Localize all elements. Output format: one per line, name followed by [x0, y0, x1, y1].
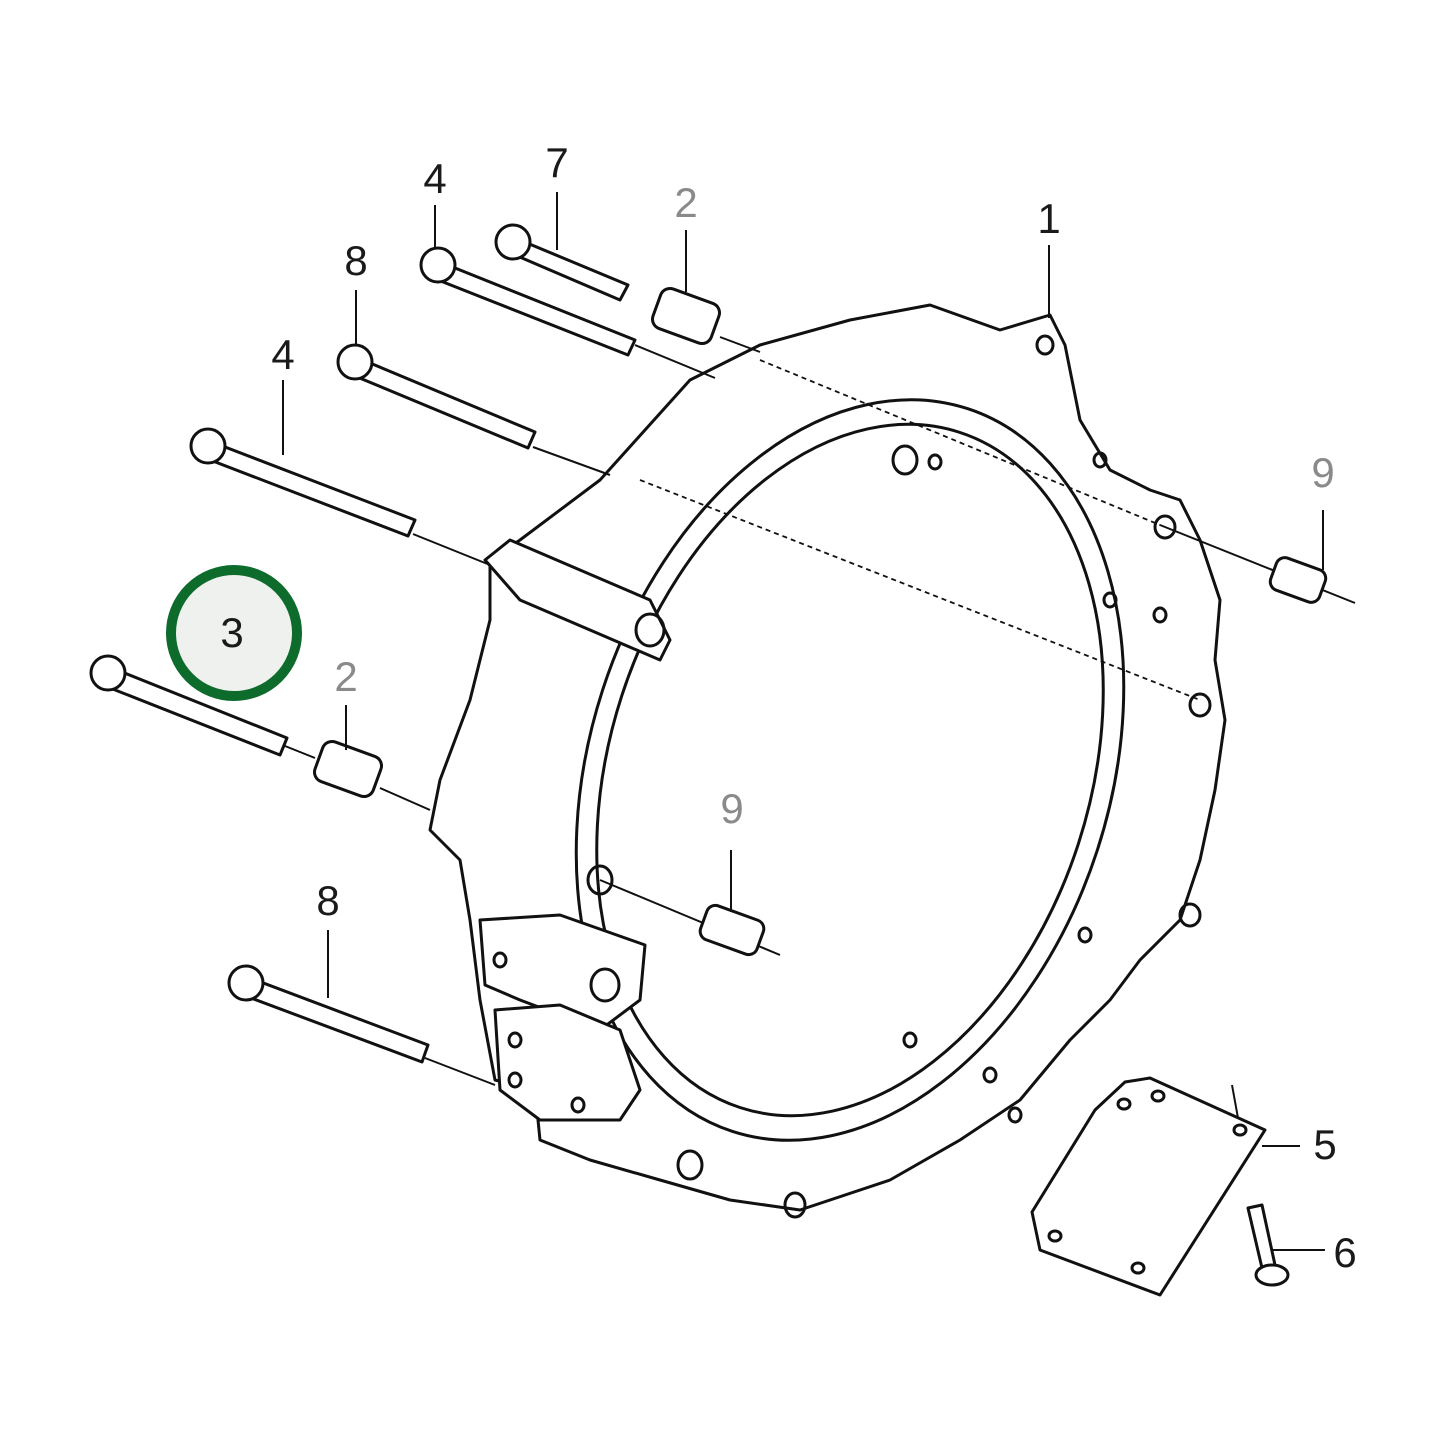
dowels	[313, 286, 1328, 957]
callout-6: 6	[1333, 1229, 1357, 1276]
callout-1: 1	[1037, 195, 1061, 242]
bell-housing	[428, 303, 1227, 1219]
callout-7: 7	[545, 139, 569, 186]
cover-plate	[1030, 1076, 1267, 1297]
bolts	[89, 223, 1290, 1287]
bolt-8-upper	[336, 343, 537, 450]
bolt-8-lower	[227, 964, 430, 1064]
callout-3: 3	[220, 609, 244, 656]
bolt-7	[494, 223, 630, 302]
bolt-4-upper	[419, 246, 637, 357]
callout-2-upper: 2	[674, 179, 698, 226]
callout-9-center: 9	[720, 785, 744, 832]
callout-5: 5	[1313, 1121, 1337, 1168]
callout-8-lower: 8	[316, 877, 340, 924]
callout-3-highlight	[166, 565, 302, 701]
callout-8-upper: 8	[344, 237, 368, 284]
bolt-3	[89, 654, 289, 757]
callout-9-right: 9	[1311, 449, 1335, 496]
callout-4-upper: 4	[423, 155, 447, 202]
callout-2-lower: 2	[334, 653, 358, 700]
bolt-4-lower	[189, 427, 417, 538]
callout-4-lower: 4	[271, 331, 295, 378]
screw-6	[1246, 1203, 1290, 1287]
